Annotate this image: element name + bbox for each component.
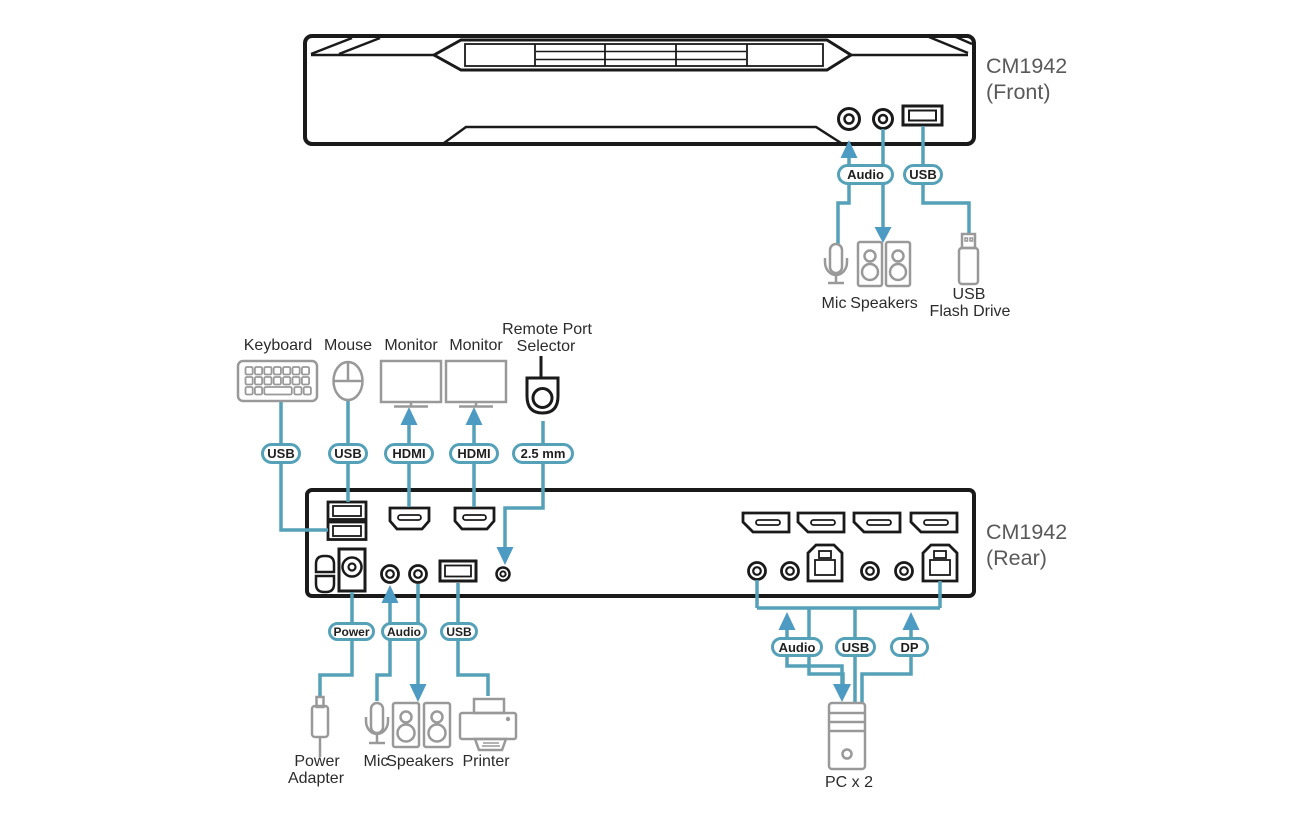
badge-rear-usb: USB [440,622,478,641]
speakers-icon [856,240,912,288]
badge-front-audio: Audio [837,164,894,185]
power-adapter-icon [310,695,330,757]
front-audio-ports [837,107,894,131]
badge-monitor2-hdmi: HDMI [449,443,499,464]
badge-pc-audio: Audio [771,637,823,657]
rear-device [305,488,976,598]
remote-selector-jack [495,566,511,582]
arrow-down-pc [833,684,851,702]
line-selector [503,421,545,548]
front-device-model: CM1942 [986,54,1068,78]
flow-arrows [381,140,920,702]
line-rear-mic [375,602,392,701]
line-power [318,592,354,697]
arrow-down-rear-speakers [409,684,427,702]
badge-selector-25mm: 2.5 mm [512,443,574,464]
rear-device-model: CM1942 [986,520,1068,544]
badge-pc-usb: USB [835,637,876,657]
rear-usb-stacked-ports [326,500,368,541]
power-jack [337,547,367,593]
usb-flash-drive-icon [957,232,980,286]
line-bracket [755,580,942,610]
badge-rear-audio: Audio [381,622,427,641]
label-selector-1: Remote Port [502,321,592,338]
label-keyboard: Keyboard [243,337,313,354]
monitor-icon-1 [379,359,443,408]
front-device-label: CM1942 (Front) [986,53,1067,105]
pc-icon [827,701,867,771]
label-printer: Printer [462,753,510,770]
badge-mouse-usb: USB [328,443,368,464]
rear-device-label: CM1942 (Rear) [986,519,1067,571]
arrow-up-rear-mic [381,585,399,603]
label-pc: PC x 2 [824,774,874,791]
grounding-terminal [314,554,336,594]
rear-device-view: (Rear) [986,546,1047,570]
printer-icon [458,697,518,752]
label-power-adapter-2: Adapter [287,770,345,787]
rear-mic-icon [364,701,390,745]
arrow-up-pc-dp [902,612,920,630]
arrow-up-monitor2 [465,407,483,425]
arrow-up-monitor1 [400,407,418,425]
front-device-view: (Front) [986,80,1051,104]
label-rear-mic: Mic [363,753,389,770]
label-power-adapter-1: Power [294,753,340,770]
front-vent-band [310,35,973,145]
connection-lines [279,126,971,702]
arrow-down-selector [496,547,514,565]
label-usb-flash-1: USB [952,286,986,303]
label-mouse: Mouse [323,337,373,354]
label-front-mic: Mic [821,295,847,312]
arrow-up-front-mic [840,140,858,158]
badge-pc-dp: DP [890,637,929,657]
mouse-icon [332,360,364,402]
rear-audio-jacks-right [747,561,914,581]
rear-audio-jacks-left [380,564,428,584]
label-rear-speakers: Speakers [386,753,454,770]
rear-dp-ports [741,511,959,534]
badge-keyboard-usb: USB [261,443,301,464]
front-device [303,34,976,146]
badge-rear-power: Power [328,622,375,641]
mic-icon [823,242,849,285]
label-selector-2: Selector [516,338,576,355]
monitor-icon-2 [444,359,508,408]
label-monitor2: Monitor [449,337,503,354]
rear-usb-a-port [438,559,478,583]
remote-port-selector-icon [525,356,560,415]
badge-monitor1-hdmi: HDMI [384,443,434,464]
rear-speakers-icon [391,701,452,749]
rear-usb-b-ports [806,543,959,583]
label-front-speakers: Speakers [850,295,918,312]
rear-hdmi-ports [388,506,496,531]
front-usb-port [901,104,944,127]
label-monitor1: Monitor [384,337,438,354]
keyboard-icon [236,359,319,403]
badge-front-usb: USB [903,164,943,185]
label-usb-flash-2: Flash Drive [929,303,1011,320]
arrow-up-pc-audio [778,612,796,630]
arrow-down-front-speakers [874,227,892,243]
